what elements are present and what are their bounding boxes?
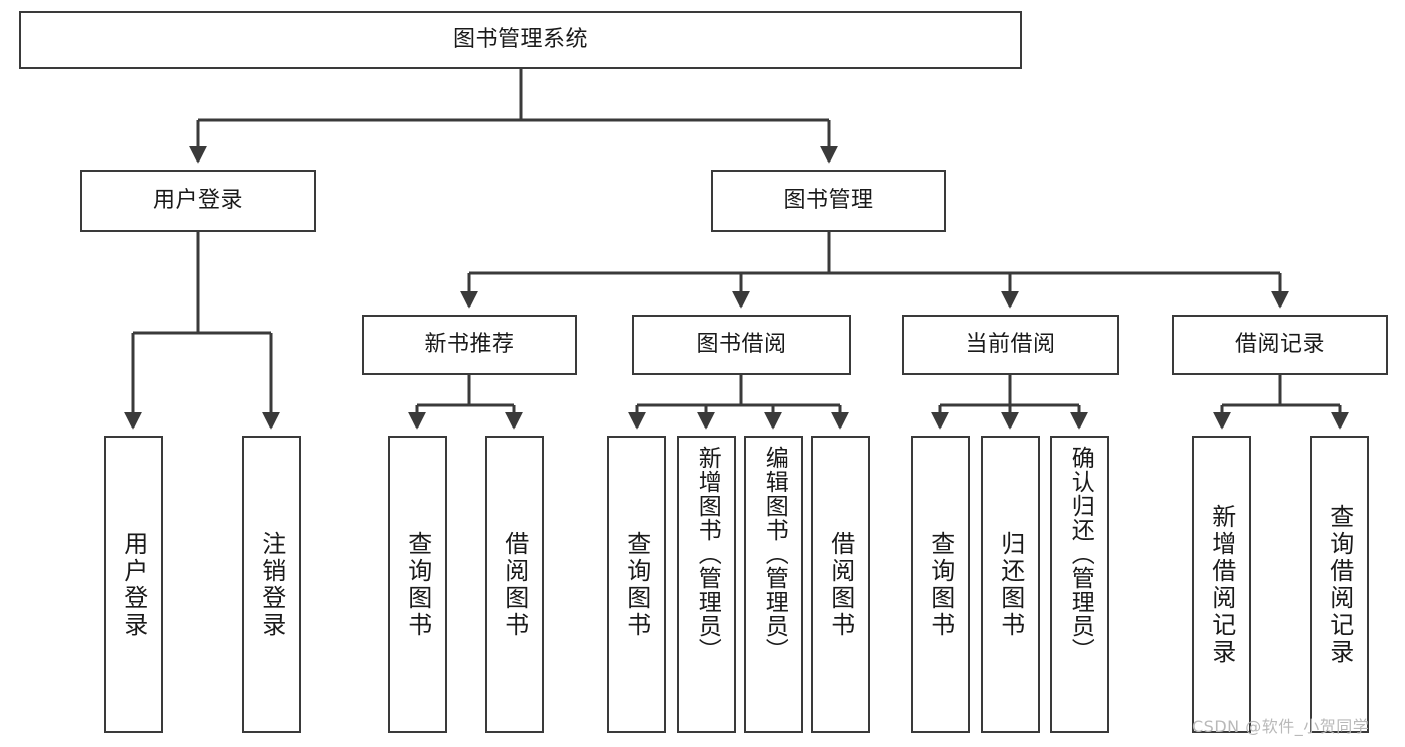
node-borrow-record[interactable]: 借阅记录 (1172, 315, 1388, 375)
node-root-label: 图书管理系统 (452, 27, 588, 53)
leaf-user-login-label: 用户登录 (119, 530, 148, 639)
node-book-borrow[interactable]: 图书借阅 (632, 315, 851, 375)
leaf-new-book-borrow[interactable]: 借阅图书 (485, 436, 544, 733)
leaf-current-query-book[interactable]: 查询图书 (911, 436, 970, 733)
leaf-borrow-book-label: 借阅图书 (826, 530, 855, 639)
node-borrow-record-label: 借阅记录 (1234, 332, 1325, 358)
leaf-add-book-admin-label: 新增图书（管理员） (694, 446, 721, 662)
node-book-management-label: 图书管理 (783, 188, 874, 214)
node-current-borrow-label: 当前借阅 (965, 332, 1056, 358)
leaf-new-book-query[interactable]: 查询图书 (388, 436, 447, 733)
leaf-current-query-book-label: 查询图书 (926, 530, 955, 639)
leaf-return-book[interactable]: 归还图书 (981, 436, 1040, 733)
node-new-book-recommend[interactable]: 新书推荐 (362, 315, 577, 375)
leaf-confirm-return-admin-label: 确认归还（管理员） (1067, 446, 1094, 662)
leaf-query-borrow-record[interactable]: 查询借阅记录 (1310, 436, 1369, 733)
leaf-borrow-query-book-label: 查询图书 (622, 530, 651, 639)
leaf-user-login[interactable]: 用户登录 (104, 436, 163, 733)
leaf-borrow-query-book[interactable]: 查询图书 (607, 436, 666, 733)
leaf-add-book-admin[interactable]: 新增图书（管理员） (677, 436, 736, 733)
node-user-login[interactable]: 用户登录 (80, 170, 316, 232)
node-current-borrow[interactable]: 当前借阅 (902, 315, 1119, 375)
leaf-new-book-query-label: 查询图书 (403, 530, 432, 639)
node-book-borrow-label: 图书借阅 (696, 332, 787, 358)
leaf-confirm-return-admin[interactable]: 确认归还（管理员） (1050, 436, 1109, 733)
node-user-login-label: 用户登录 (152, 188, 243, 214)
leaf-query-borrow-record-label: 查询借阅记录 (1325, 503, 1354, 666)
leaf-edit-book-admin-label: 编辑图书（管理员） (761, 446, 788, 662)
node-book-management[interactable]: 图书管理 (711, 170, 946, 232)
leaf-return-book-label: 归还图书 (996, 530, 1025, 639)
leaf-edit-book-admin[interactable]: 编辑图书（管理员） (744, 436, 803, 733)
node-new-book-recommend-label: 新书推荐 (424, 332, 515, 358)
leaf-add-borrow-record-label: 新增借阅记录 (1207, 503, 1236, 666)
leaf-new-book-borrow-label: 借阅图书 (500, 530, 529, 639)
leaf-borrow-book[interactable]: 借阅图书 (811, 436, 870, 733)
leaf-add-borrow-record[interactable]: 新增借阅记录 (1192, 436, 1251, 733)
node-root[interactable]: 图书管理系统 (19, 11, 1022, 69)
leaf-user-logout[interactable]: 注销登录 (242, 436, 301, 733)
leaf-user-logout-label: 注销登录 (257, 530, 286, 639)
